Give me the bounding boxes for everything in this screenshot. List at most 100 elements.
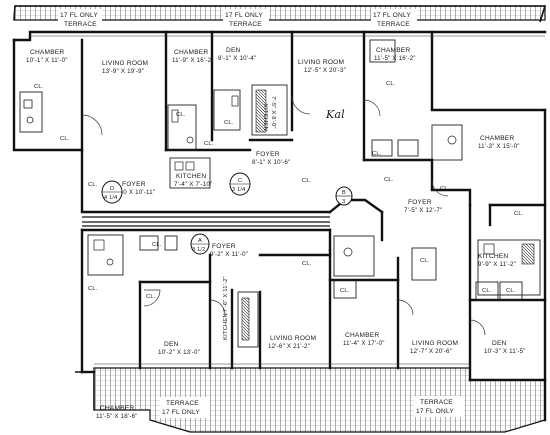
closet-label: CL. — [88, 182, 98, 188]
closet-label: CL. — [302, 261, 312, 267]
unit-size: 3 — [342, 199, 345, 205]
room-chamber-b: CHAMBER 11'-9" X 16'-2" — [172, 49, 214, 64]
unit-size: 3 1/2 — [192, 247, 205, 253]
unit-badge-b: B 3 — [335, 186, 353, 206]
room-foyer-a: FOYER 9'-2" X 11'-0" — [210, 243, 248, 258]
terrace-label-line1: TERRACE — [420, 399, 453, 406]
room-dimensions: 11'-4" X 17'-0" — [343, 340, 385, 347]
room-name: LIVING ROOM — [412, 340, 458, 347]
unit-letter: B — [342, 190, 346, 196]
room-dimensions: 7'-6" X 11'-2" — [223, 276, 229, 312]
room-chamber-bottom-left: CHAMBER 11'-5" X 18'-6" — [96, 405, 138, 420]
room-dimensions: 12'-5" X 20'-3" — [304, 67, 346, 74]
room-den-a: DEN 10'-2" X 13'-0" — [158, 341, 200, 356]
closet-label: CL. — [34, 84, 44, 90]
room-dimensions: 10'-1" X 11'-0" — [26, 57, 68, 64]
room-dimensions: 11'-3" X 15'-0" — [478, 143, 520, 150]
walls — [12, 30, 547, 422]
room-kitchen-a: KITCHEN 7'-6" X 11'-2" — [223, 276, 229, 340]
room-name: KITCHEN — [223, 313, 229, 340]
room-dimensions: 10'-2" X 13'-0" — [158, 349, 200, 356]
closet-label: CL. — [60, 136, 70, 142]
room-name: LIVING ROOM — [298, 59, 344, 66]
room-dimensions: 12'-7" X 20'-6" — [410, 348, 452, 355]
room-chamber-bottom-mid: CHAMBER 11'-4" X 17'-0" — [343, 332, 385, 347]
room-chamber-top-right: CHAMBER 11'-5" X 16'-2" — [374, 47, 416, 62]
closet-labels: CL. CL. CL. CL. CL. CL. CL. CL. CL. CL. … — [34, 81, 524, 300]
unit-letter: C — [238, 178, 242, 184]
room-living-a: LIVING ROOM 13'-9" X 19'-9" — [102, 60, 148, 75]
room-dimensions: 11'-5" X 16'-2" — [374, 55, 416, 62]
room-foyer-d: FOYER 5'-0 X 10'-11" — [116, 181, 155, 196]
room-name: FOYER — [256, 151, 280, 158]
room-living-a2: LIVING ROOM 12'-6" X 21'-2" — [268, 335, 316, 350]
terrace-label-bottom-right: TERRACE 17 FL ONLY — [414, 396, 464, 417]
closet-label: CL. — [514, 211, 524, 217]
room-dimensions: 7'-5" X 8'-0" — [270, 96, 276, 129]
terrace-label-bottom-left: TERRACE 17 FL ONLY — [160, 397, 210, 418]
terrace-label-top-left: 17 FL ONLY TERRACE — [58, 9, 102, 29]
room-dimensions: 8'-1" X 10'-6" — [252, 159, 290, 166]
room-name: KITCHEN — [262, 104, 268, 131]
room-dimensions: 7'-5" X 12'-7" — [404, 207, 442, 214]
room-name: DEN — [226, 47, 241, 54]
closet-label: CL. — [152, 242, 162, 248]
room-name: CHAMBER — [100, 405, 134, 412]
room-name: LIVING ROOM — [270, 335, 316, 342]
closet-label: CL. — [176, 112, 186, 118]
room-dimensions: 5'-0 X 10'-11" — [116, 189, 155, 196]
room-living-c: LIVING ROOM 12'-5" X 20'-3" — [298, 59, 346, 74]
terrace-bottom — [75, 367, 546, 433]
closet-label: CL. — [482, 288, 492, 294]
room-name: KITCHEN — [176, 173, 206, 180]
room-chamber-a: CHAMBER 10'-1" X 11'-0" — [26, 49, 68, 64]
closet-label: CL. — [302, 178, 312, 184]
closet-label: CL. — [386, 81, 396, 87]
terrace-label-line2: 17 FL ONLY — [416, 408, 454, 415]
closet-label: CL. — [420, 258, 430, 264]
closet-label: CL. — [224, 120, 234, 126]
closet-label: CL. — [506, 288, 516, 294]
terrace-label-line1: 17 FL ONLY — [225, 12, 263, 19]
room-dimensions: 10'-3" X 11'-5" — [484, 348, 526, 355]
room-den-c: DEN 8'-1" X 10'-4" — [218, 47, 256, 62]
room-foyer-b: FOYER 7'-5" X 12'-7" — [404, 199, 442, 214]
room-name: DEN — [492, 340, 507, 347]
unit-letter: A — [198, 238, 202, 244]
handwritten-annotation: Kal — [325, 108, 345, 121]
room-name: LIVING ROOM — [102, 60, 148, 67]
room-den-b: DEN 10'-3" X 11'-5" — [484, 340, 526, 355]
room-kitchen-c: KITCHEN 7'-5" X 8'-0" — [262, 96, 276, 131]
closet-label: CL. — [384, 177, 394, 183]
interior-details — [19, 35, 545, 365]
unit-size: 3 1/4 — [232, 187, 245, 193]
unit-badge-d: D 4 1/4 — [101, 180, 123, 204]
room-dimensions: 8'-1" X 10'-4" — [218, 55, 256, 62]
room-foyer-c: FOYER 8'-1" X 10'-6" — [252, 151, 290, 166]
room-dimensions: 9'-9" X 11'-2" — [478, 261, 516, 268]
room-name: KITCHEN — [478, 253, 508, 260]
room-dimensions: 11'-9" X 16'-2" — [172, 57, 214, 64]
closet-label: CL. — [440, 186, 450, 192]
room-name: CHAMBER — [480, 135, 514, 142]
room-kitchen-b: KITCHEN 9'-9" X 11'-2" — [478, 253, 516, 268]
closet-label: CL. — [340, 288, 350, 294]
terrace-label-top-right: 17 FL ONLY TERRACE — [371, 9, 417, 29]
terrace-label-line2: 17 FL ONLY — [162, 409, 200, 416]
terrace-label-line2: TERRACE — [64, 21, 97, 28]
closet-label: CL. — [88, 286, 98, 292]
room-name: FOYER — [122, 181, 146, 188]
room-dimensions: 9'-2" X 11'-0" — [210, 251, 248, 258]
room-name: FOYER — [408, 199, 432, 206]
room-living-b: LIVING ROOM 12'-7" X 20'-6" — [410, 340, 458, 355]
unit-size: 4 1/4 — [104, 195, 117, 201]
room-name: CHAMBER — [345, 332, 379, 339]
terrace-label-line1: 17 FL ONLY — [60, 12, 98, 19]
room-dimensions: 7'-4" X 7'-10" — [174, 181, 212, 188]
unit-badge-c: C 3 1/4 — [229, 172, 251, 196]
closet-label: CL. — [372, 151, 382, 157]
terrace-label-line1: TERRACE — [166, 400, 199, 407]
room-kitchen-d: KITCHEN 7'-4" X 7'-10" — [174, 173, 212, 188]
room-dimensions: 11'-5" X 18'-6" — [96, 413, 138, 420]
